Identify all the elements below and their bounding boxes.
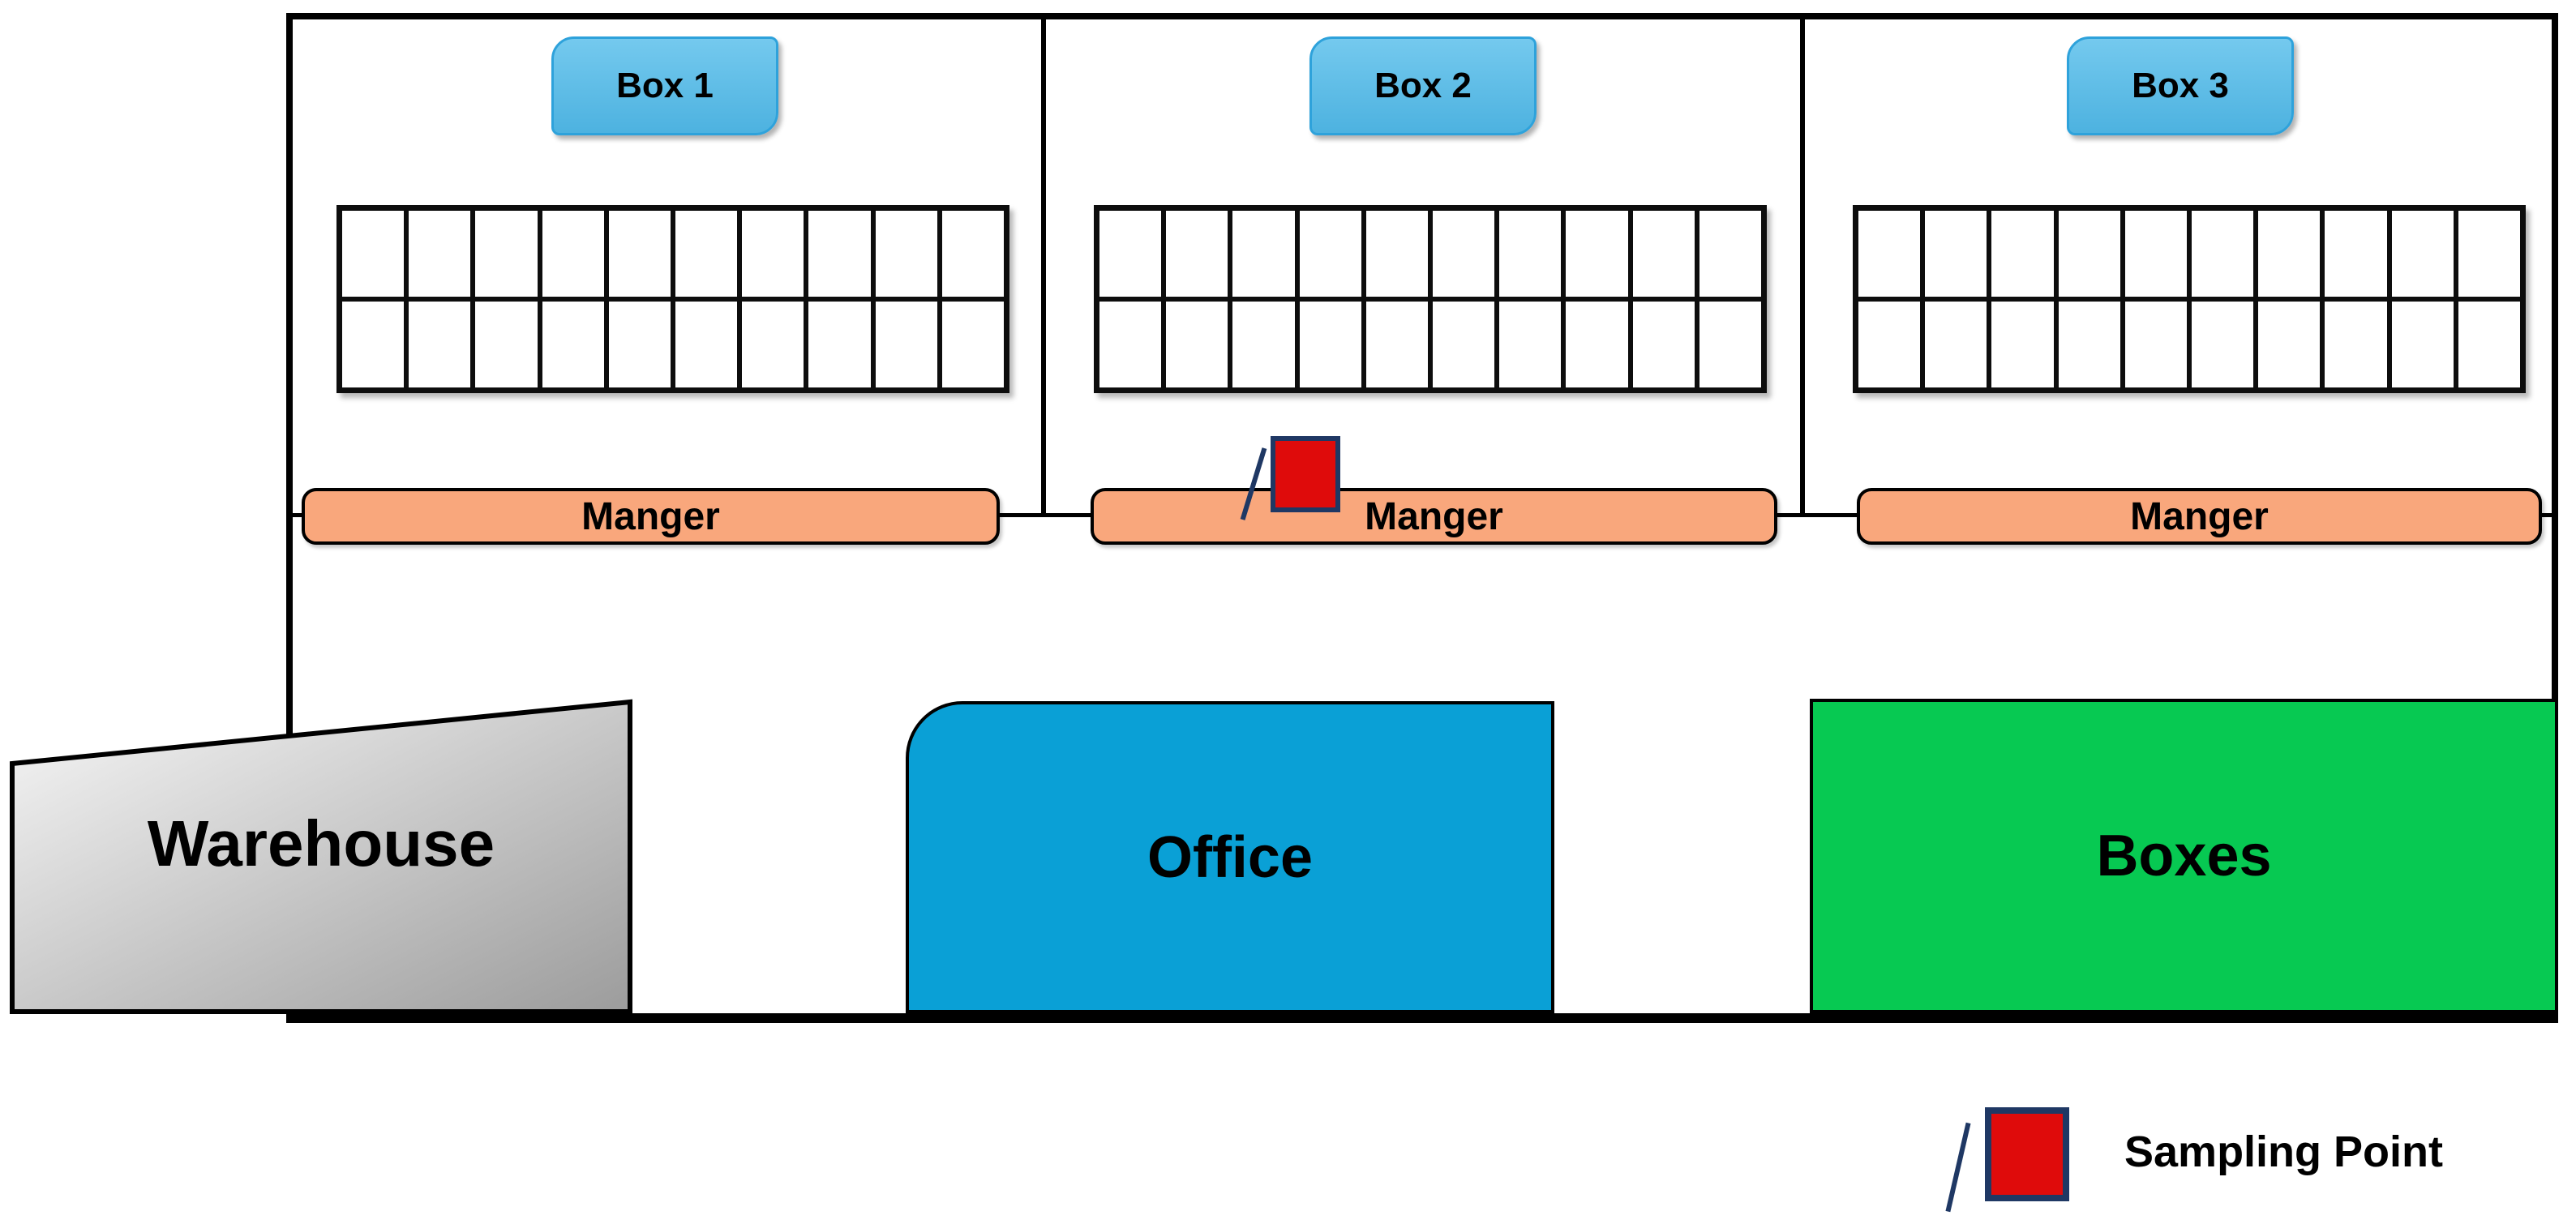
- stall-cell: [941, 211, 1004, 297]
- stall-cell: [409, 211, 471, 297]
- stall-cell: [542, 302, 604, 387]
- stall-cell: [1166, 302, 1228, 387]
- stall-cell: [1566, 211, 1628, 297]
- stall-cell: [875, 211, 937, 297]
- stall-cell: [1232, 302, 1295, 387]
- stall-cell: [2325, 211, 2387, 297]
- stall-cell: [1925, 302, 1987, 387]
- box1-label-text: Box 1: [616, 66, 714, 105]
- box2-label: Box 2: [1309, 36, 1537, 135]
- stall-cell: [742, 211, 804, 297]
- stall-cell: [475, 302, 538, 387]
- stall-cell: [1699, 302, 1761, 387]
- office-room: Office: [906, 701, 1554, 1013]
- stall-cell: [1365, 302, 1428, 387]
- manger-bar-box3: Manger: [1857, 488, 2542, 545]
- box3-label-text: Box 3: [2132, 66, 2229, 105]
- stall-cell: [1699, 211, 1761, 297]
- stall-cell: [2191, 211, 2254, 297]
- stall-cell: [409, 302, 471, 387]
- stall-cell: [1858, 302, 1921, 387]
- stall-cell: [2258, 211, 2321, 297]
- section-divider-1: [1041, 13, 1046, 516]
- legend-label: Sampling Point: [2124, 1128, 2444, 1176]
- stall-cell: [342, 302, 405, 387]
- stall-cell: [1432, 302, 1495, 387]
- manger-bar-box1: Manger: [302, 488, 1000, 545]
- stall-cell: [1991, 211, 2054, 297]
- stall-cell: [1232, 211, 1295, 297]
- stall-cell: [1991, 302, 2054, 387]
- stall-cell: [2391, 302, 2454, 387]
- stall-cell: [808, 302, 871, 387]
- stall-cell: [2458, 211, 2520, 297]
- stall-cell: [1299, 211, 1361, 297]
- stall-cell: [1299, 302, 1361, 387]
- stall-cell: [608, 302, 671, 387]
- legend-sampling-slash-icon: [1945, 1122, 1971, 1213]
- stall-cell: [2124, 302, 2187, 387]
- stall-cell: [2124, 211, 2187, 297]
- stall-cell: [1632, 211, 1695, 297]
- stall-cell: [875, 302, 937, 387]
- box2-label-text: Box 2: [1374, 66, 1472, 105]
- warehouse-shape: [10, 699, 632, 1014]
- stall-cell: [675, 211, 738, 297]
- stall-grid-box3: [1853, 205, 2526, 393]
- stall-cell: [2458, 302, 2520, 387]
- stall-cell: [342, 211, 405, 297]
- warehouse-label: Warehouse: [147, 807, 495, 879]
- stall-cell: [1499, 211, 1562, 297]
- stall-cell: [1499, 302, 1562, 387]
- stall-grid-box1: [336, 205, 1009, 393]
- stall-cell: [808, 211, 871, 297]
- stall-grid-box2: [1094, 205, 1767, 393]
- manger-label: Manger: [2130, 494, 2269, 538]
- sampling-point-marker: [1271, 436, 1340, 512]
- stall-cell: [2325, 302, 2387, 387]
- stall-cell: [1858, 211, 1921, 297]
- stall-cell: [2191, 302, 2254, 387]
- stall-cell: [1365, 211, 1428, 297]
- stall-cell: [1166, 211, 1228, 297]
- stall-cell: [1925, 211, 1987, 297]
- box1-label: Box 1: [551, 36, 778, 135]
- stall-cell: [2058, 211, 2120, 297]
- stall-cell: [941, 302, 1004, 387]
- stall-cell: [1632, 302, 1695, 387]
- stall-cell: [742, 302, 804, 387]
- boxes-room: Boxes: [1810, 699, 2558, 1013]
- stall-cell: [2058, 302, 2120, 387]
- office-label: Office: [1147, 824, 1314, 890]
- stall-cell: [1099, 302, 1162, 387]
- stall-cell: [608, 211, 671, 297]
- stall-cell: [542, 211, 604, 297]
- stall-cell: [2258, 302, 2321, 387]
- stall-cell: [1432, 211, 1495, 297]
- box3-label: Box 3: [2067, 36, 2294, 135]
- barn-outline: [286, 13, 2558, 1023]
- boxes-label: Boxes: [2096, 824, 2272, 888]
- manger-label: Manger: [581, 494, 720, 538]
- manger-bar-box2: Manger: [1091, 488, 1777, 545]
- stall-cell: [1099, 211, 1162, 297]
- stall-cell: [475, 211, 538, 297]
- stall-cell: [675, 302, 738, 387]
- manger-label: Manger: [1365, 494, 1503, 538]
- stall-cell: [2391, 211, 2454, 297]
- stall-cell: [1566, 302, 1628, 387]
- section-divider-2: [1800, 13, 1805, 516]
- legend-sampling-swatch: [1985, 1107, 2069, 1201]
